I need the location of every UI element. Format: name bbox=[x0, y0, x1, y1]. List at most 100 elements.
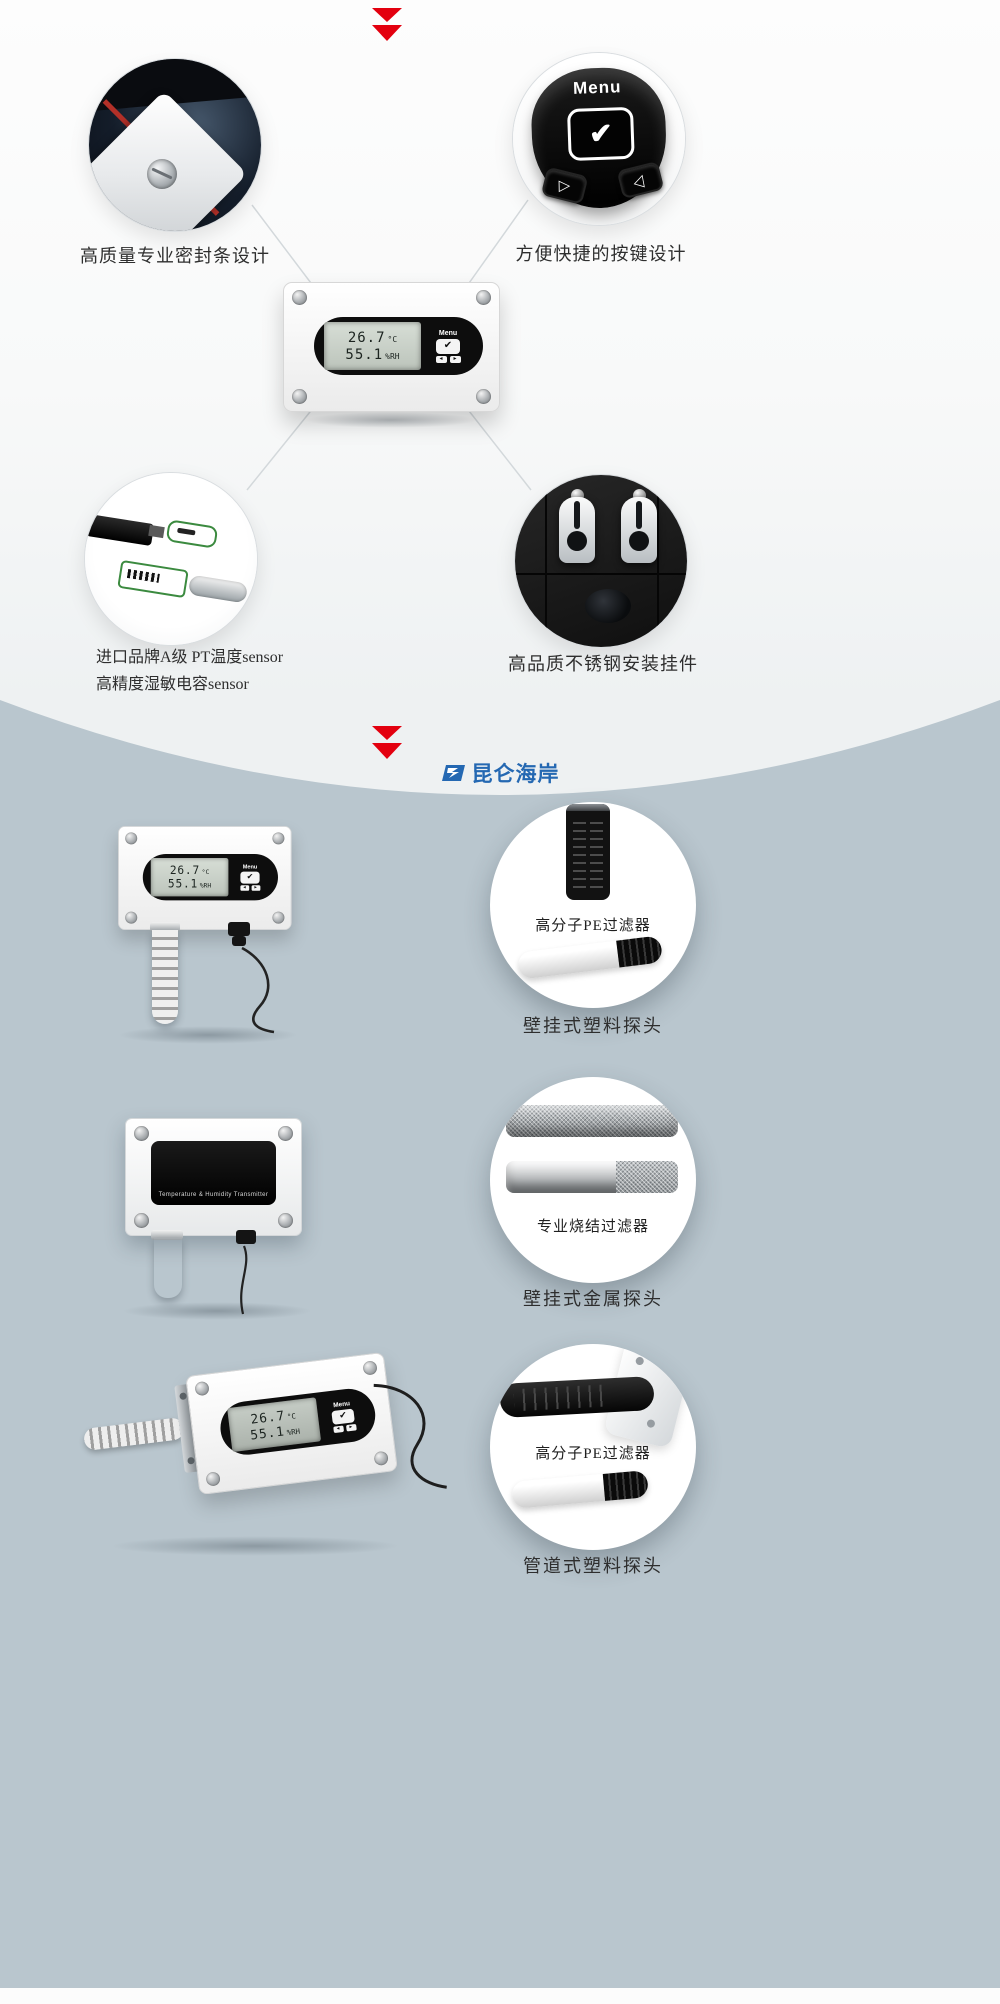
lcd-display: 26.7 °C 55.1 %RH bbox=[227, 1397, 322, 1453]
left-arrow-button: ◂ bbox=[240, 884, 249, 891]
check-icon: ✔ bbox=[588, 118, 614, 151]
sintered-cap bbox=[616, 1161, 678, 1193]
product-variants-section: 昆仑海岸 26.7 °C 55.1 %RH bbox=[0, 700, 1000, 1988]
screw bbox=[147, 159, 177, 189]
metal-probe-sleeve bbox=[187, 574, 249, 604]
device-shadow bbox=[305, 412, 477, 428]
screw bbox=[134, 1213, 149, 1228]
feature-photo-keypad: Menu ✔ ▷ ▷ bbox=[512, 52, 686, 226]
product-caption: 管道式塑料探头 bbox=[523, 1556, 663, 1576]
feature-photo-sensors bbox=[84, 472, 258, 646]
screw bbox=[362, 1360, 378, 1376]
cable-gland-nut bbox=[232, 936, 246, 946]
sealing-closeup-photo bbox=[89, 59, 261, 231]
right-arrow-button: ▸ bbox=[449, 355, 461, 363]
product-shadow bbox=[122, 1302, 312, 1320]
screw bbox=[292, 389, 307, 404]
ok-button: ✔ bbox=[240, 871, 260, 884]
humidity-reading: 55.1 %RH bbox=[157, 878, 222, 889]
probe-cap bbox=[602, 1470, 649, 1501]
screw bbox=[205, 1471, 221, 1487]
cable-gland bbox=[228, 922, 250, 936]
temperature-reading: 26.7 °C bbox=[332, 331, 413, 345]
right-arrow-button: ▸ bbox=[345, 1423, 357, 1432]
lcd-display: 26.7 °C 55.1 %RH bbox=[150, 858, 229, 897]
humidity-unit: %RH bbox=[199, 881, 212, 889]
temperature-reading: 26.7 °C bbox=[157, 865, 222, 876]
scroll-down-arrow bbox=[370, 8, 404, 44]
pt-temperature-sensor bbox=[165, 519, 219, 549]
metal-probe-closeup: 专业烧结过滤器 bbox=[490, 1077, 696, 1283]
keypad-panel: Menu ✔ ▷ ▷ bbox=[529, 65, 669, 211]
feature-caption-mounting: 高品质不锈钢安装挂件 bbox=[508, 654, 698, 674]
footer-strip bbox=[0, 1988, 1000, 2004]
display-panel: 26.7 °C 55.1 %RH Menu ✔ ◂ ▸ bbox=[142, 854, 278, 901]
screw bbox=[194, 1380, 210, 1397]
mounting-closeup-photo bbox=[515, 475, 687, 647]
black-pe-filter-probe bbox=[566, 804, 610, 900]
duct-probe bbox=[82, 1416, 185, 1451]
device-keypad: Menu ✔ ◂ ▸ bbox=[316, 1391, 371, 1441]
filter-slots bbox=[513, 1384, 611, 1412]
front-panel: Temperature & Humidity Transmitter bbox=[151, 1141, 276, 1205]
wall-plastic-transmitter: 26.7 °C 55.1 %RH Menu ✔ ◂ ▸ bbox=[118, 826, 292, 930]
humidity-value: 55.1 bbox=[345, 346, 384, 363]
check-icon: ✔ bbox=[246, 872, 254, 882]
brand-icon bbox=[441, 765, 465, 781]
duct-probe-closeup: 高分子PE过滤器 bbox=[490, 1344, 696, 1550]
menu-label: Menu bbox=[242, 864, 258, 870]
brand-logo: 昆仑海岸 bbox=[0, 758, 1000, 788]
arrow-icon: ▷ bbox=[558, 178, 571, 195]
humidity-unit: %RH bbox=[385, 351, 400, 361]
panel-seam bbox=[515, 573, 687, 575]
lcd-display: 26.7 °C 55.1 %RH bbox=[324, 322, 421, 370]
screw bbox=[476, 290, 491, 305]
probe-cap bbox=[616, 935, 664, 968]
sintered-filter-probe bbox=[154, 1238, 182, 1298]
humidity-unit: %RH bbox=[286, 1426, 301, 1437]
probe-collar bbox=[150, 922, 180, 932]
sintered-metal-probe bbox=[506, 1105, 678, 1137]
cable bbox=[240, 1245, 248, 1315]
temperature-unit: °C bbox=[286, 1411, 297, 1421]
arrow-buttons: ◂ ▸ bbox=[332, 1423, 357, 1433]
display-panel: 26.7 °C 55.1 %RH Menu ✔ ◂ ▸ bbox=[314, 317, 483, 375]
probe-band bbox=[566, 804, 610, 811]
product-caption: 壁挂式塑料探头 bbox=[523, 1016, 663, 1036]
humidity-capacitive-sensor bbox=[117, 559, 189, 599]
filter-label: 高分子PE过滤器 bbox=[535, 1446, 651, 1462]
filter-label: 专业烧结过滤器 bbox=[536, 1219, 649, 1235]
probe-collar bbox=[151, 1230, 183, 1240]
screw bbox=[272, 911, 285, 924]
display-panel: 26.7 °C 55.1 %RH Menu ✔ ◂ ▸ bbox=[217, 1385, 379, 1458]
left-arrow-button: ◂ bbox=[332, 1425, 344, 1433]
menu-label: Menu bbox=[572, 77, 622, 98]
menu-label: Menu bbox=[332, 1400, 351, 1409]
temperature-unit: °C bbox=[387, 334, 398, 344]
screw bbox=[134, 1126, 149, 1141]
temperature-value: 26.7 bbox=[249, 1408, 286, 1428]
cable bbox=[241, 946, 275, 1034]
white-pe-filter-probe bbox=[516, 935, 664, 980]
caption-line-2: 高精度湿敏电容sensor bbox=[96, 676, 249, 694]
feature-highlights-section: Menu ✔ ▷ ▷ 高质量专业密封条设计 方便快捷的按键设计 26.7 °C bbox=[0, 0, 1000, 700]
temperature-value: 26.7 bbox=[347, 329, 386, 346]
temperature-unit: °C bbox=[201, 868, 210, 876]
left-arrow-button: ▷ bbox=[540, 166, 589, 205]
double-chevron-down-icon bbox=[372, 8, 402, 41]
product-shadow bbox=[110, 1536, 400, 1556]
screw bbox=[292, 290, 307, 305]
white-pe-filter-probe bbox=[511, 1470, 649, 1509]
feature-caption-keypad: 方便快捷的按键设计 bbox=[515, 244, 687, 264]
screw bbox=[125, 911, 138, 924]
humidity-reading: 55.1 %RH bbox=[332, 348, 413, 362]
panel-seam bbox=[657, 475, 659, 647]
feature-photo-mounting bbox=[514, 474, 688, 648]
probe-rib bbox=[586, 812, 590, 894]
humidity-value: 55.1 bbox=[167, 877, 199, 891]
panel-label: Temperature & Humidity Transmitter bbox=[158, 1192, 269, 1198]
metal-probe-with-cap bbox=[506, 1161, 678, 1193]
screw bbox=[272, 832, 285, 845]
feature-photo-sealing bbox=[88, 58, 262, 232]
